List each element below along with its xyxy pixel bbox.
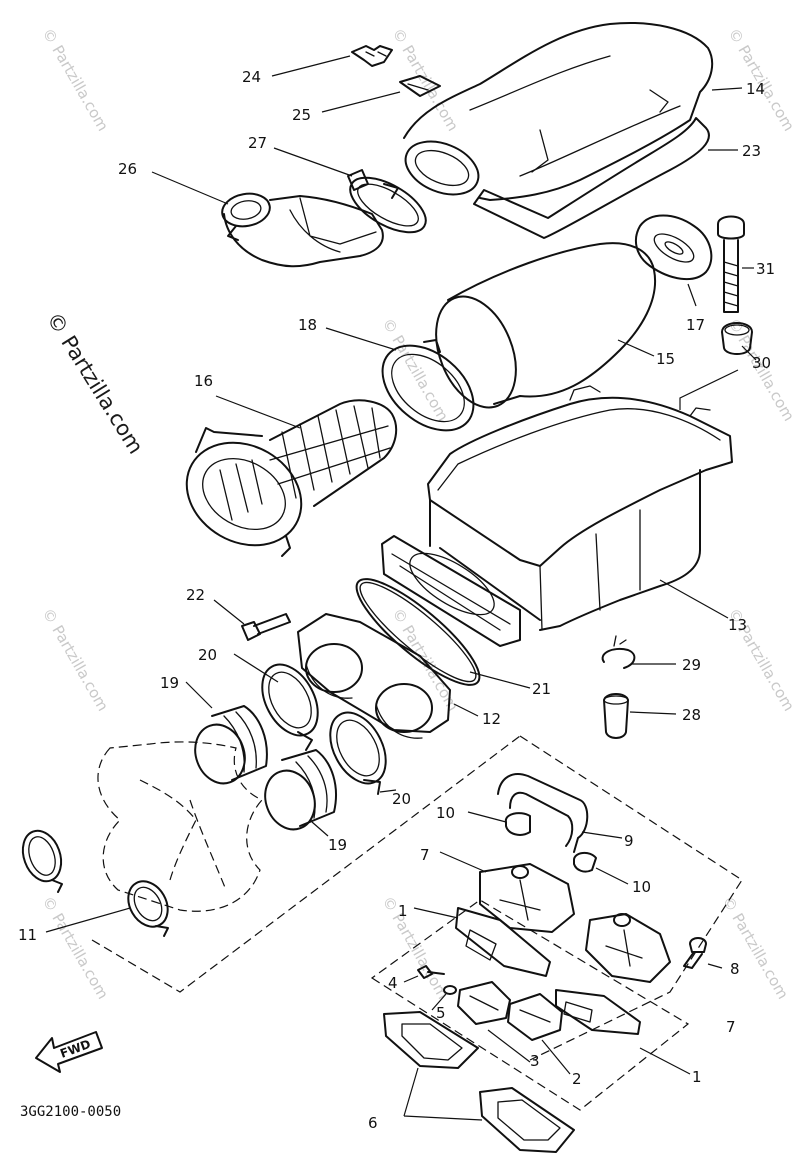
callout-29: 29 xyxy=(682,656,701,674)
part-24-clip xyxy=(351,45,393,67)
callout-labels: 24 25 26 27 14 23 31 17 18 15 30 16 13 2… xyxy=(18,68,775,1132)
callout-19b: 19 xyxy=(328,836,347,854)
part-22-screw xyxy=(241,613,291,641)
part-1-reed-plate-a xyxy=(455,907,551,977)
watermark-text: © Partzilla.com xyxy=(719,893,792,1002)
part-2-reed-block xyxy=(507,993,563,1041)
part-28-drain xyxy=(603,693,629,739)
part-29-clip xyxy=(601,635,636,669)
part-27-hose-clamp xyxy=(347,169,427,234)
part-10-clip-b xyxy=(573,852,597,873)
callout-24: 24 xyxy=(242,68,261,86)
part-31-bolt xyxy=(717,215,745,313)
callout-21: 21 xyxy=(532,680,551,698)
part-5-washer xyxy=(443,985,457,995)
part-6-gasket-a xyxy=(383,1011,479,1069)
partzilla-watermark: © Partzilla.com xyxy=(42,308,148,458)
subassembly-outline xyxy=(91,735,743,1111)
fwd-direction-arrow: FWD xyxy=(35,1031,103,1073)
callout-17: 17 xyxy=(686,316,705,334)
part-13-airbox-case xyxy=(381,385,733,647)
part-10-clip-a xyxy=(504,812,531,836)
part-4-screw xyxy=(417,965,445,979)
part-17-grommet xyxy=(634,214,713,281)
callout-11: 11 xyxy=(18,926,37,944)
part-25-pad xyxy=(399,75,441,97)
watermark-text: © Partzilla.com xyxy=(39,893,112,1002)
part-6-gasket-b xyxy=(479,1087,575,1153)
part-14-airbox-cover xyxy=(403,22,714,201)
part-9-hose xyxy=(497,773,589,853)
watermark-text: © Partzilla.com xyxy=(39,605,112,714)
part-11-clamp-a xyxy=(21,829,63,893)
part-15-filter-sleeve xyxy=(435,242,657,409)
part-23-gasket xyxy=(473,117,710,239)
part-8-bolt xyxy=(683,937,707,969)
callout-19a: 19 xyxy=(160,674,179,692)
callout-12: 12 xyxy=(482,710,501,728)
part-16-filter-element xyxy=(185,399,398,557)
callout-20b: 20 xyxy=(392,790,411,808)
part-20-clamp-upper xyxy=(261,663,319,751)
callout-9: 9 xyxy=(624,832,634,850)
watermark-text: © Partzilla.com xyxy=(379,315,452,424)
callout-5: 5 xyxy=(436,1004,446,1022)
callout-22: 22 xyxy=(186,586,205,604)
callout-1a: 1 xyxy=(398,902,408,920)
part-19-boot-lower xyxy=(264,749,337,831)
callout-15: 15 xyxy=(656,350,675,368)
callout-10a: 10 xyxy=(436,804,455,822)
watermark-text: © Partzilla.com xyxy=(39,25,112,134)
callout-30: 30 xyxy=(752,354,771,372)
engine-outline-dashed xyxy=(97,741,263,912)
callout-23: 23 xyxy=(742,142,761,160)
part-7-housing-b xyxy=(585,913,671,983)
part-11-clamp-b xyxy=(127,880,169,937)
callout-27: 27 xyxy=(248,134,267,152)
part-26-intake-elbow xyxy=(221,192,384,268)
callout-13: 13 xyxy=(728,616,747,634)
callout-10b: 10 xyxy=(632,878,651,896)
callout-28: 28 xyxy=(682,706,701,724)
callout-3: 3 xyxy=(530,1052,540,1070)
callout-7a: 7 xyxy=(420,846,430,864)
callout-31: 31 xyxy=(756,260,775,278)
callout-6: 6 xyxy=(368,1114,378,1132)
part-7-housing-a xyxy=(479,863,575,933)
part-19-boot-upper xyxy=(194,705,268,785)
callout-18: 18 xyxy=(298,316,317,334)
drawing-code: 3GG2100-0050 xyxy=(20,1104,121,1120)
part-21-o-ring xyxy=(355,578,481,686)
callout-14: 14 xyxy=(746,80,765,98)
part-12-joint xyxy=(297,613,451,739)
part-30-grommet xyxy=(721,322,753,355)
callout-2: 2 xyxy=(572,1070,582,1088)
leader-lines xyxy=(45,55,757,1121)
part-20-clamp-lower xyxy=(329,711,387,795)
callout-7b: 7 xyxy=(726,1018,736,1036)
callout-8: 8 xyxy=(730,960,740,978)
callout-1b: 1 xyxy=(692,1068,702,1086)
part-3-reed xyxy=(457,981,511,1025)
callout-16: 16 xyxy=(194,372,213,390)
callout-4: 4 xyxy=(388,974,398,992)
part-18-band xyxy=(381,339,475,432)
callout-20a: 20 xyxy=(198,646,217,664)
callout-25: 25 xyxy=(292,106,311,124)
callout-26: 26 xyxy=(118,160,137,178)
